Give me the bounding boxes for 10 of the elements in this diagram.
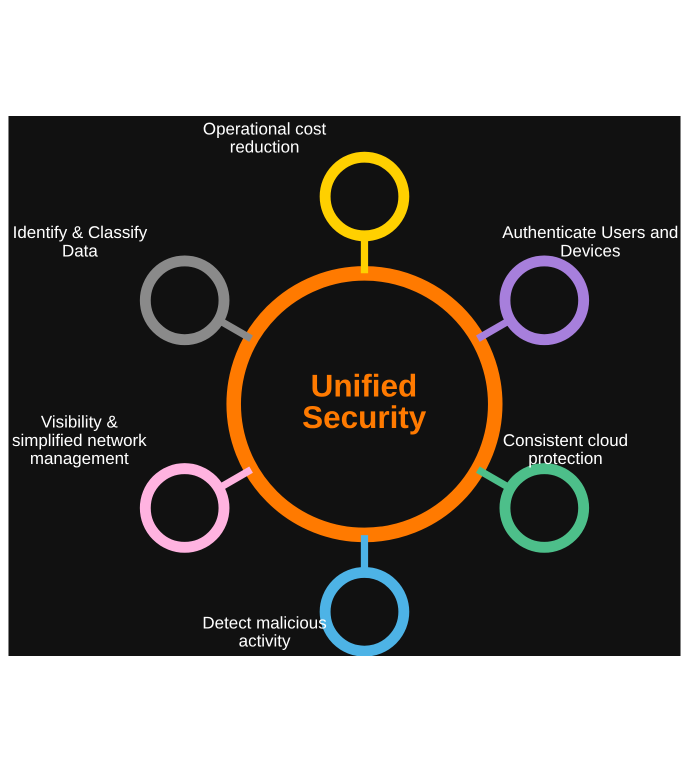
node-circle: Unified Security xyxy=(226,266,502,542)
node-label: Authenticate Users and Devices xyxy=(502,222,678,260)
node-label: Operational cost reduction xyxy=(202,118,326,156)
node-circle xyxy=(320,151,410,241)
node-label: Visibility & simplified network management xyxy=(12,412,147,468)
node-label: Identify & Classify Data xyxy=(12,222,148,260)
node-circle xyxy=(500,255,590,345)
node-label: Consistent cloud protection xyxy=(502,430,628,468)
node-circle xyxy=(140,255,230,345)
node-circle xyxy=(140,462,230,552)
